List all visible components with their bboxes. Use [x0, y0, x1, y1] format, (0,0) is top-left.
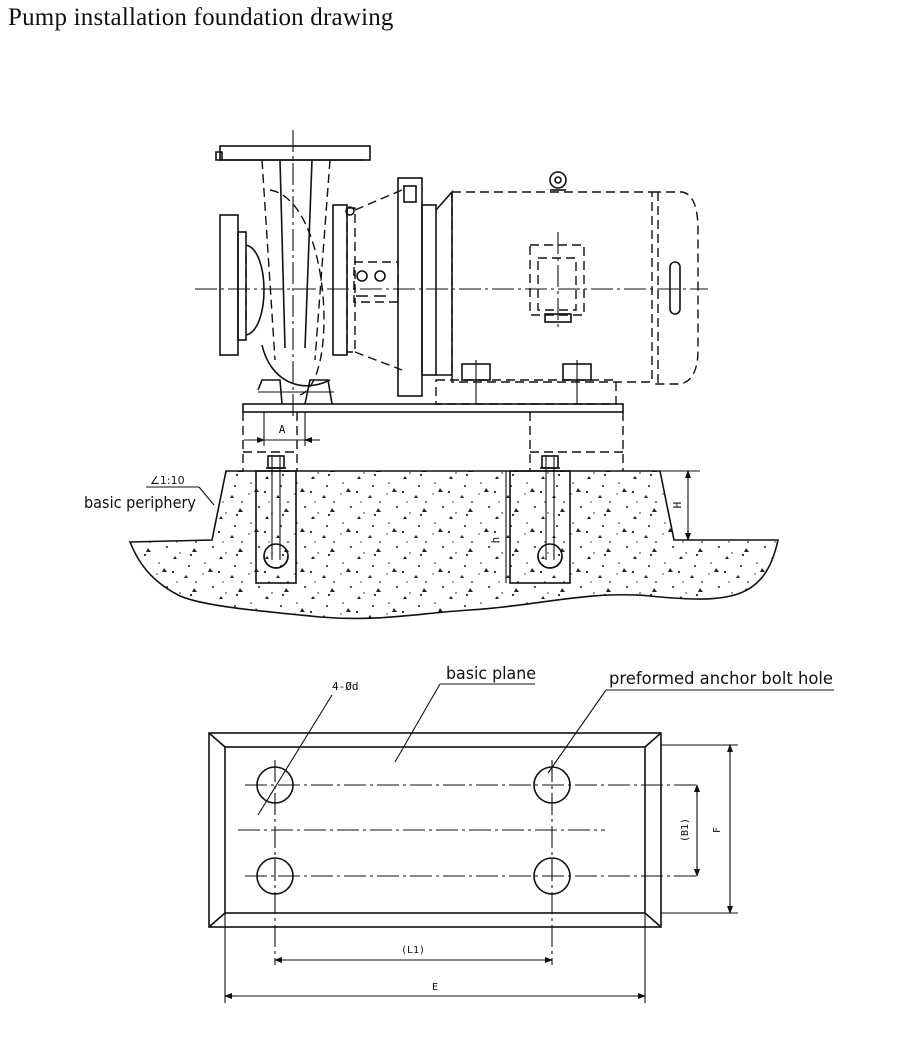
dimension-h-small-label: h [489, 537, 502, 544]
dimension-f [661, 744, 738, 914]
pump-base-frame [242, 379, 624, 471]
basic-plane-leader [394, 683, 441, 763]
dimension-l1-label: (L1) [401, 945, 425, 956]
motor [451, 171, 699, 404]
basic-periphery-label: basic periphery [84, 493, 196, 512]
anchor-hole-label: preformed anchor bolt hole [609, 669, 833, 689]
dimension-h-label: H [671, 502, 684, 509]
plan-view: (B1) F (L1) E 4-Ød [208, 664, 834, 1003]
dimension-h [660, 470, 700, 541]
holes-spec-label: 4-Ød [332, 680, 359, 693]
anchor-pocket-right [509, 455, 571, 584]
anchor-pocket-left [255, 455, 297, 584]
dimension-f-label: F [712, 827, 723, 833]
dimension-a [244, 412, 320, 446]
basic-plane-label: basic plane [446, 664, 536, 684]
dimension-e-label: E [432, 982, 438, 993]
basic-periphery-leader [198, 486, 215, 506]
foundation-outline [208, 732, 662, 928]
anchor-hole-leader [547, 689, 607, 774]
dimension-b1-label: (B1) [680, 818, 691, 842]
page-title: Pump installation foundation drawing [8, 4, 394, 31]
slope-label: ∠1:10 [150, 474, 185, 487]
elevation-view: A H h ∠1:10 basic periphery [84, 130, 779, 620]
dimension-a-label: A [279, 423, 286, 436]
holes-spec-leader [257, 694, 333, 816]
pump-body [215, 145, 453, 405]
dimension-e [224, 913, 646, 1003]
basic-plane-outline [224, 746, 646, 914]
concrete-foundation [128, 470, 779, 620]
